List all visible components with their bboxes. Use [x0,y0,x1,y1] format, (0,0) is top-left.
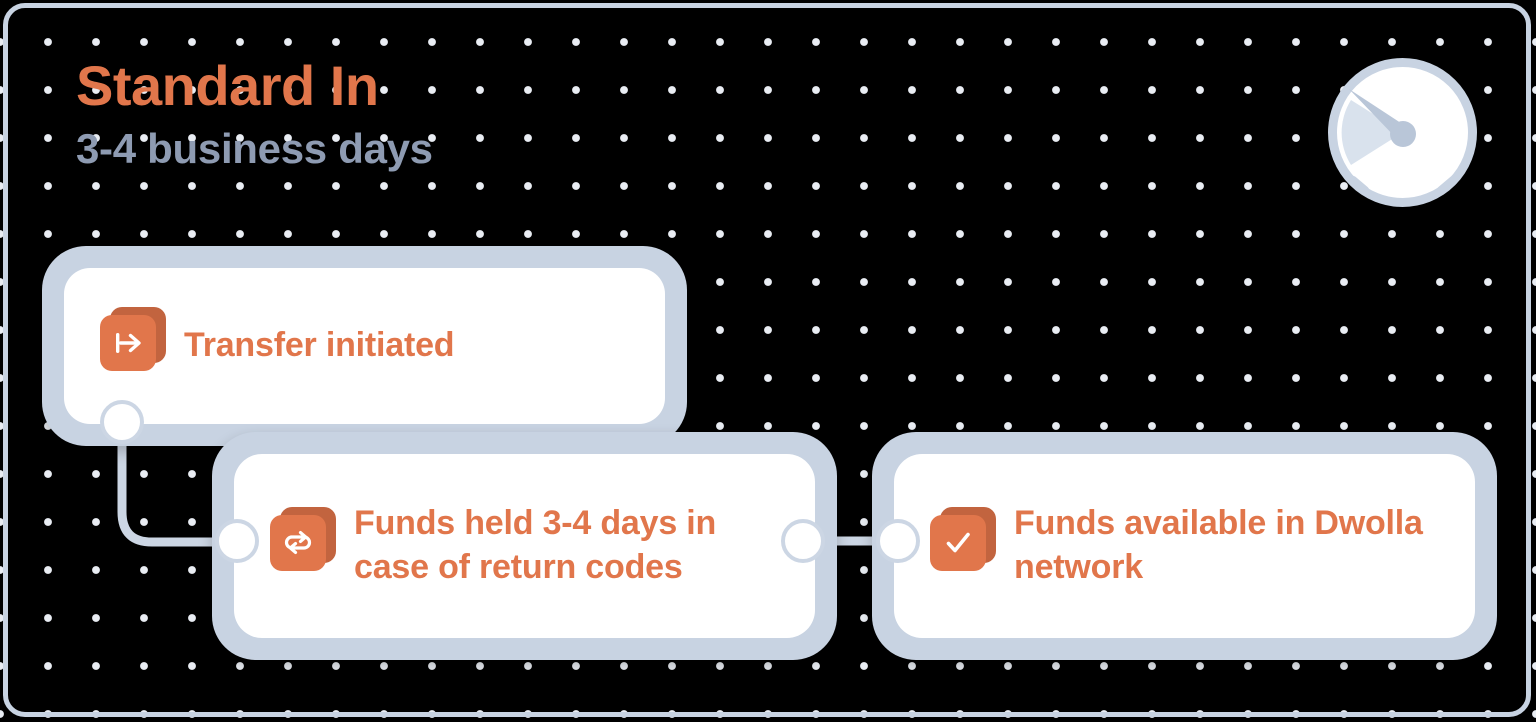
step-card-inner: Funds available in Dwolla network [894,454,1475,638]
connector-node-step1-out [100,400,144,444]
icon-stack-front-layer [270,515,326,571]
speedometer-icon [1325,55,1480,210]
step-card-funds-available[interactable]: Funds available in Dwolla network [872,432,1497,660]
connector-node-step3-in [876,519,920,563]
connector-node-step2-out [781,519,825,563]
step-card-transfer-initiated[interactable]: Transfer initiated [42,246,687,446]
header-block: Standard In 3-4 business days [76,58,776,170]
step-content: Funds available in Dwolla network [894,502,1475,589]
icon-stack-front-layer [930,515,986,571]
repeat-loop-icon [270,507,336,577]
step-card-inner: Funds held 3-4 days in case of return co… [234,454,815,638]
icon-stack-front-layer [100,315,156,371]
connector-1-to-2 [117,425,231,547]
check-square-icon [930,507,996,577]
step-content: Transfer initiated [64,307,474,377]
page-title: Standard In [76,54,379,117]
page-subtitle: 3-4 business days [76,125,433,172]
step-card-funds-held[interactable]: Funds held 3-4 days in case of return co… [212,432,837,660]
step-label: Funds available in Dwolla network [1014,504,1423,586]
step-label: Funds held 3-4 days in case of return co… [354,504,717,586]
transfer-arrow-icon [100,307,166,377]
step-content: Funds held 3-4 days in case of return co… [234,502,815,589]
step-card-inner: Transfer initiated [64,268,665,424]
step-label: Transfer initiated [184,326,455,365]
connector-node-step2-in [215,519,259,563]
